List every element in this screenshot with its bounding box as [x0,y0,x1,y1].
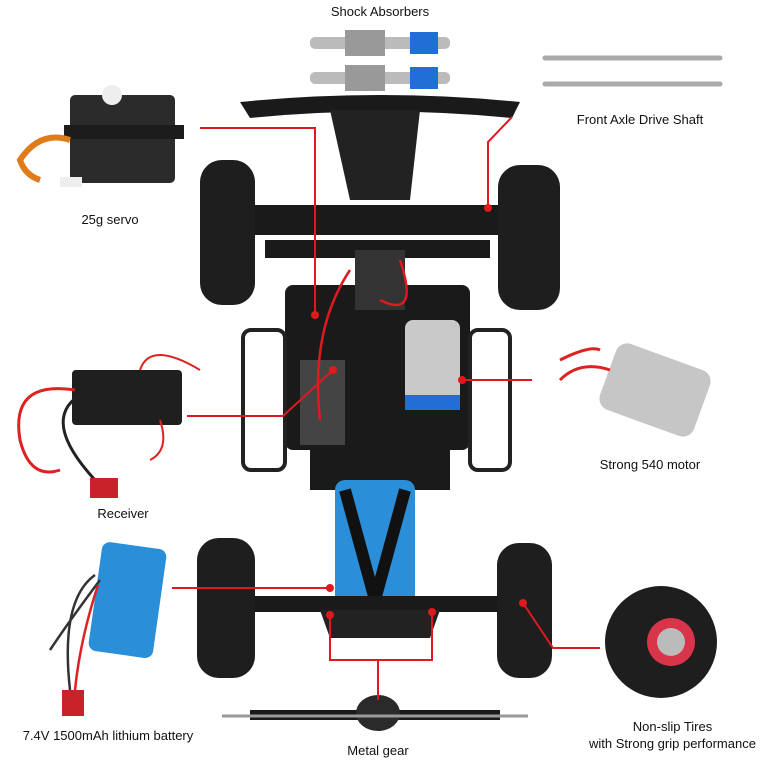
wheels [197,160,560,678]
label-front-axle: Front Axle Drive Shaft [576,112,704,127]
label-tires-line1: Non-slip Tires [632,719,713,734]
servo-image [16,85,184,187]
receiver-image [17,354,201,498]
metal-gear-image [222,695,528,731]
callout-dots [311,204,527,619]
label-metal-gear: Metal gear [347,743,409,758]
label-tires-line2: with Strong grip performance [589,736,756,751]
label-receiver: Receiver [97,506,149,521]
label-battery: 7.4V 1500mAh lithium battery [22,728,194,743]
shock-absorbers-image [310,30,450,91]
front-axle-drive-shaft-image [542,55,723,87]
label-servo: 25g servo [81,212,139,227]
callout-lines [172,116,600,700]
battery-image [48,542,167,716]
tire-image [605,586,717,698]
car-chassis [240,95,520,638]
label-motor: Strong 540 motor [599,457,701,472]
label-shock-absorbers: Shock Absorbers [330,4,430,19]
motor-image [558,343,711,437]
